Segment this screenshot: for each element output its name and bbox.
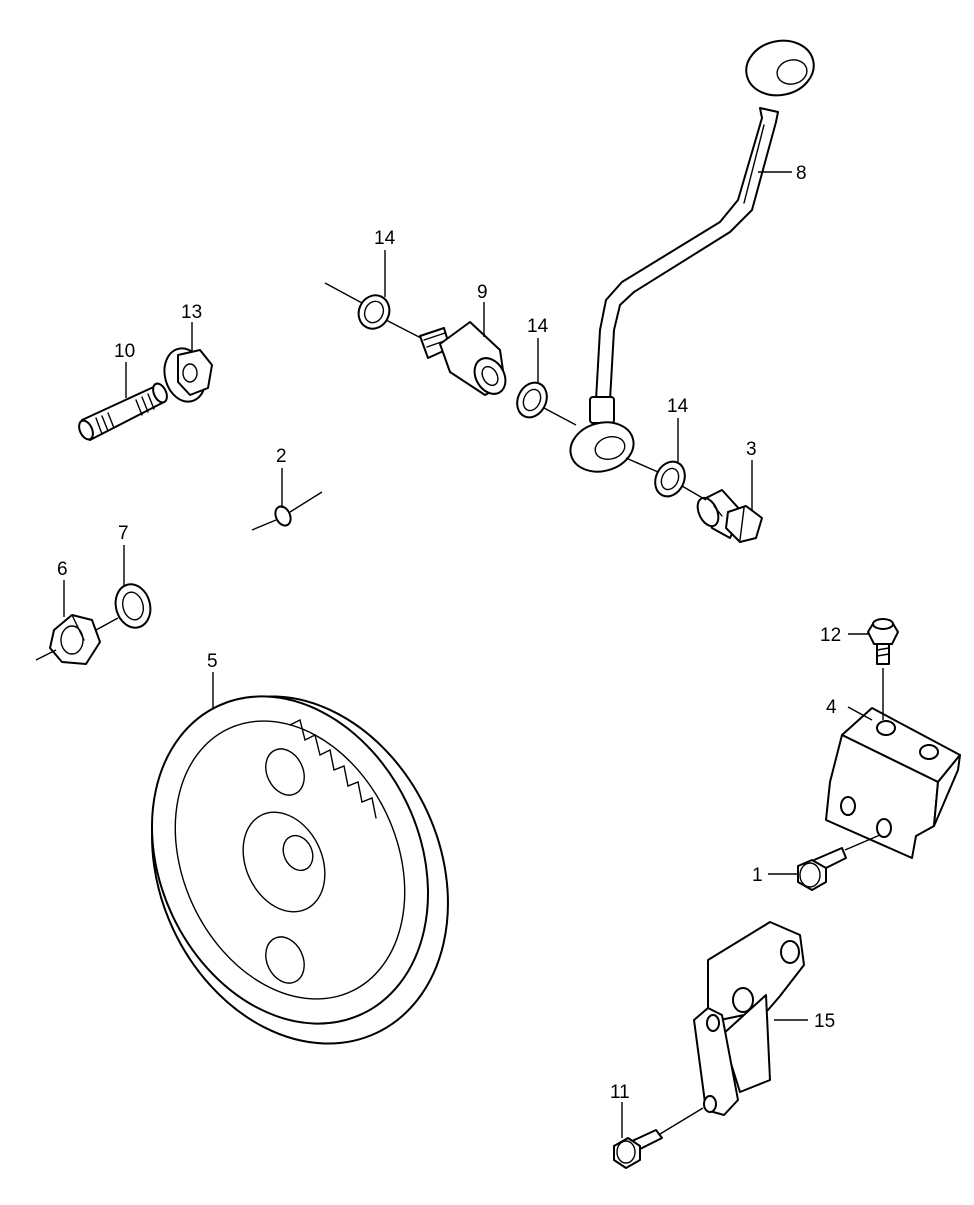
part-8-pipe xyxy=(569,39,815,473)
part-3-banjo-bolt xyxy=(696,489,763,543)
callout-9: 9 xyxy=(477,282,488,303)
part-12-bolt xyxy=(867,618,899,665)
callout-3: 3 xyxy=(746,439,757,460)
callout-11: 11 xyxy=(610,1082,630,1103)
callout-14-middle: 14 xyxy=(527,316,549,337)
callout-12: 12 xyxy=(820,625,841,646)
callout-leaders xyxy=(63,171,873,1138)
callout-13: 13 xyxy=(181,302,202,323)
callout-7: 7 xyxy=(118,523,129,544)
part-1-bolt xyxy=(797,847,847,891)
part-2-o-ring xyxy=(274,505,292,527)
part-5-gear xyxy=(151,695,449,1045)
part-4-bracket xyxy=(825,707,961,859)
callout-14-right: 14 xyxy=(667,396,689,417)
callout-1: 1 xyxy=(752,865,763,886)
callout-15: 15 xyxy=(814,1011,835,1032)
callout-6: 6 xyxy=(57,559,68,580)
callout-4: 4 xyxy=(826,697,837,718)
assembly-lines xyxy=(35,282,884,1135)
callout-14-left: 14 xyxy=(374,228,396,249)
part-10-stud xyxy=(78,382,168,441)
callout-5: 5 xyxy=(207,651,218,672)
callout-10: 10 xyxy=(114,341,135,362)
callout-labels: 8 14 9 14 14 3 13 10 2 7 6 5 12 4 1 15 1… xyxy=(57,163,841,1103)
part-14-washer xyxy=(357,294,686,498)
part-11-bolt xyxy=(613,1129,663,1169)
part-6-nut xyxy=(49,614,101,665)
part-7-washer xyxy=(114,583,152,629)
callout-2: 2 xyxy=(276,446,287,467)
part-15-bracket xyxy=(693,921,805,1116)
part-9-adapter xyxy=(419,321,507,396)
callout-8: 8 xyxy=(796,163,807,184)
part-13-flange-nut xyxy=(163,347,213,403)
